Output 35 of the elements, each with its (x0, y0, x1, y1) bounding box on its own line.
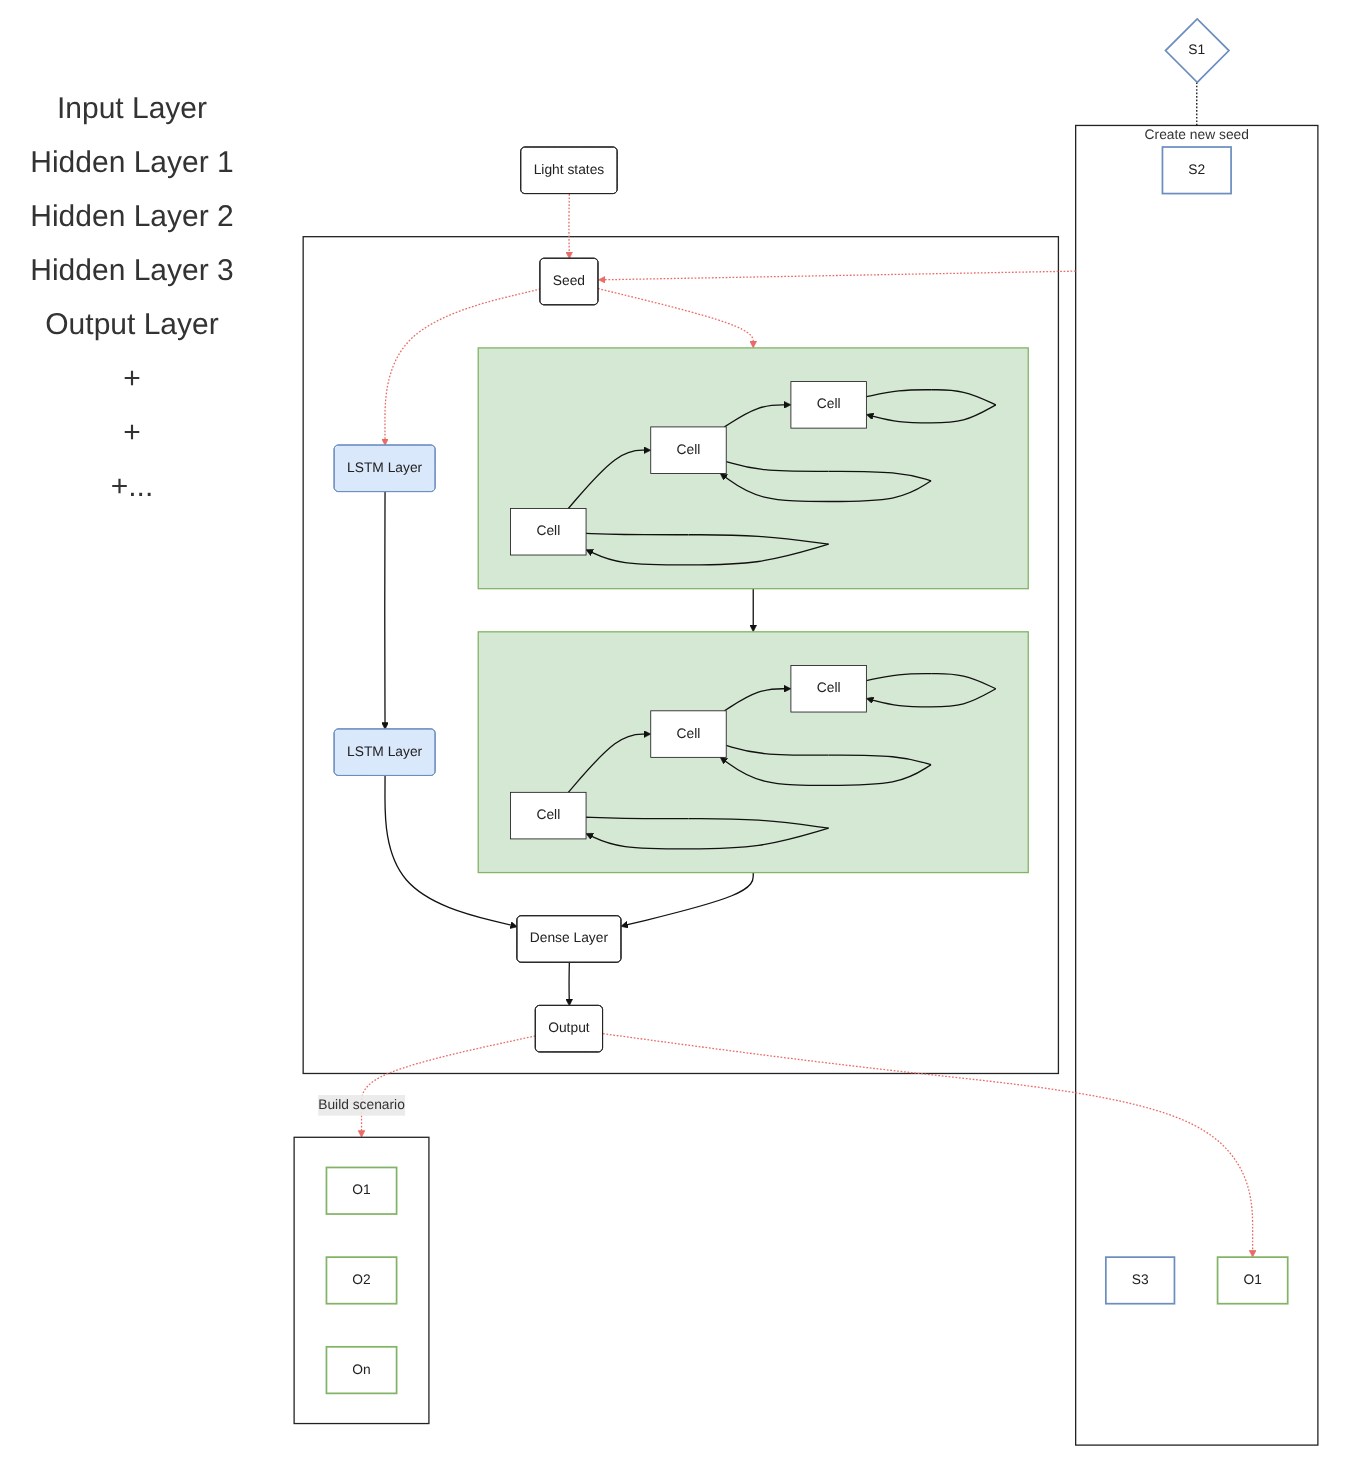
cluster (1075, 124, 1319, 1446)
arrow (565, 962, 573, 1007)
arrow (719, 460, 932, 503)
layer-label: Hidden Layer 1 (28, 146, 236, 180)
arrow (597, 287, 758, 349)
arrow (567, 446, 652, 510)
arrow (381, 491, 389, 730)
arrow (865, 389, 997, 424)
arrow (723, 401, 792, 428)
cluster (302, 236, 1060, 1075)
layer-label: + (121, 416, 143, 450)
cluster (293, 1136, 430, 1425)
layer-label: Hidden Layer 3 (28, 254, 236, 288)
arrow (719, 744, 932, 787)
arrow (749, 588, 758, 633)
arrow (585, 532, 830, 566)
layer-label: +... (108, 470, 156, 504)
connector (1196, 81, 1198, 127)
layer-label: Hidden Layer 2 (28, 200, 236, 234)
layer-label: Input Layer (54, 92, 210, 126)
arrow (565, 193, 573, 259)
cluster (477, 347, 1029, 590)
arrow (598, 270, 1077, 284)
layer-label: Output Layer (43, 308, 221, 342)
layer-label: + (121, 362, 143, 396)
arrow (384, 775, 518, 929)
arrow (585, 816, 830, 850)
arrow (602, 1033, 1257, 1258)
cluster (477, 631, 1029, 874)
arrow (620, 871, 754, 929)
arrow (357, 1035, 536, 1138)
arrow (381, 288, 541, 446)
arrow (567, 730, 652, 793)
arrow (723, 684, 792, 712)
arrow (865, 673, 997, 708)
